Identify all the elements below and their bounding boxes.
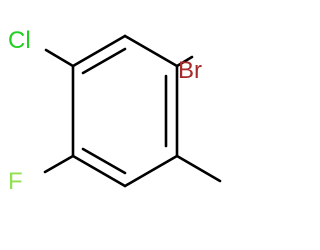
bond-to-methyl xyxy=(175,154,222,183)
ring-double-bond-bottom-left xyxy=(81,147,127,175)
chlorine-label: Cl xyxy=(8,27,31,54)
bond-to-fluorine xyxy=(43,154,75,174)
ring-bond-top-left xyxy=(71,34,127,68)
ring-bond-bottom-right xyxy=(123,154,179,188)
bond-to-chlorine xyxy=(44,48,75,68)
fluorine-label: F xyxy=(8,168,23,195)
ring-bond-bottom-left xyxy=(71,154,127,188)
bromine-label: Br xyxy=(178,57,202,84)
bond-to-bromine xyxy=(175,55,194,68)
molecule-structure: Cl Br F xyxy=(8,27,222,195)
ring-double-bond-top-left xyxy=(81,47,127,75)
ring-bond-top-right xyxy=(123,34,179,68)
